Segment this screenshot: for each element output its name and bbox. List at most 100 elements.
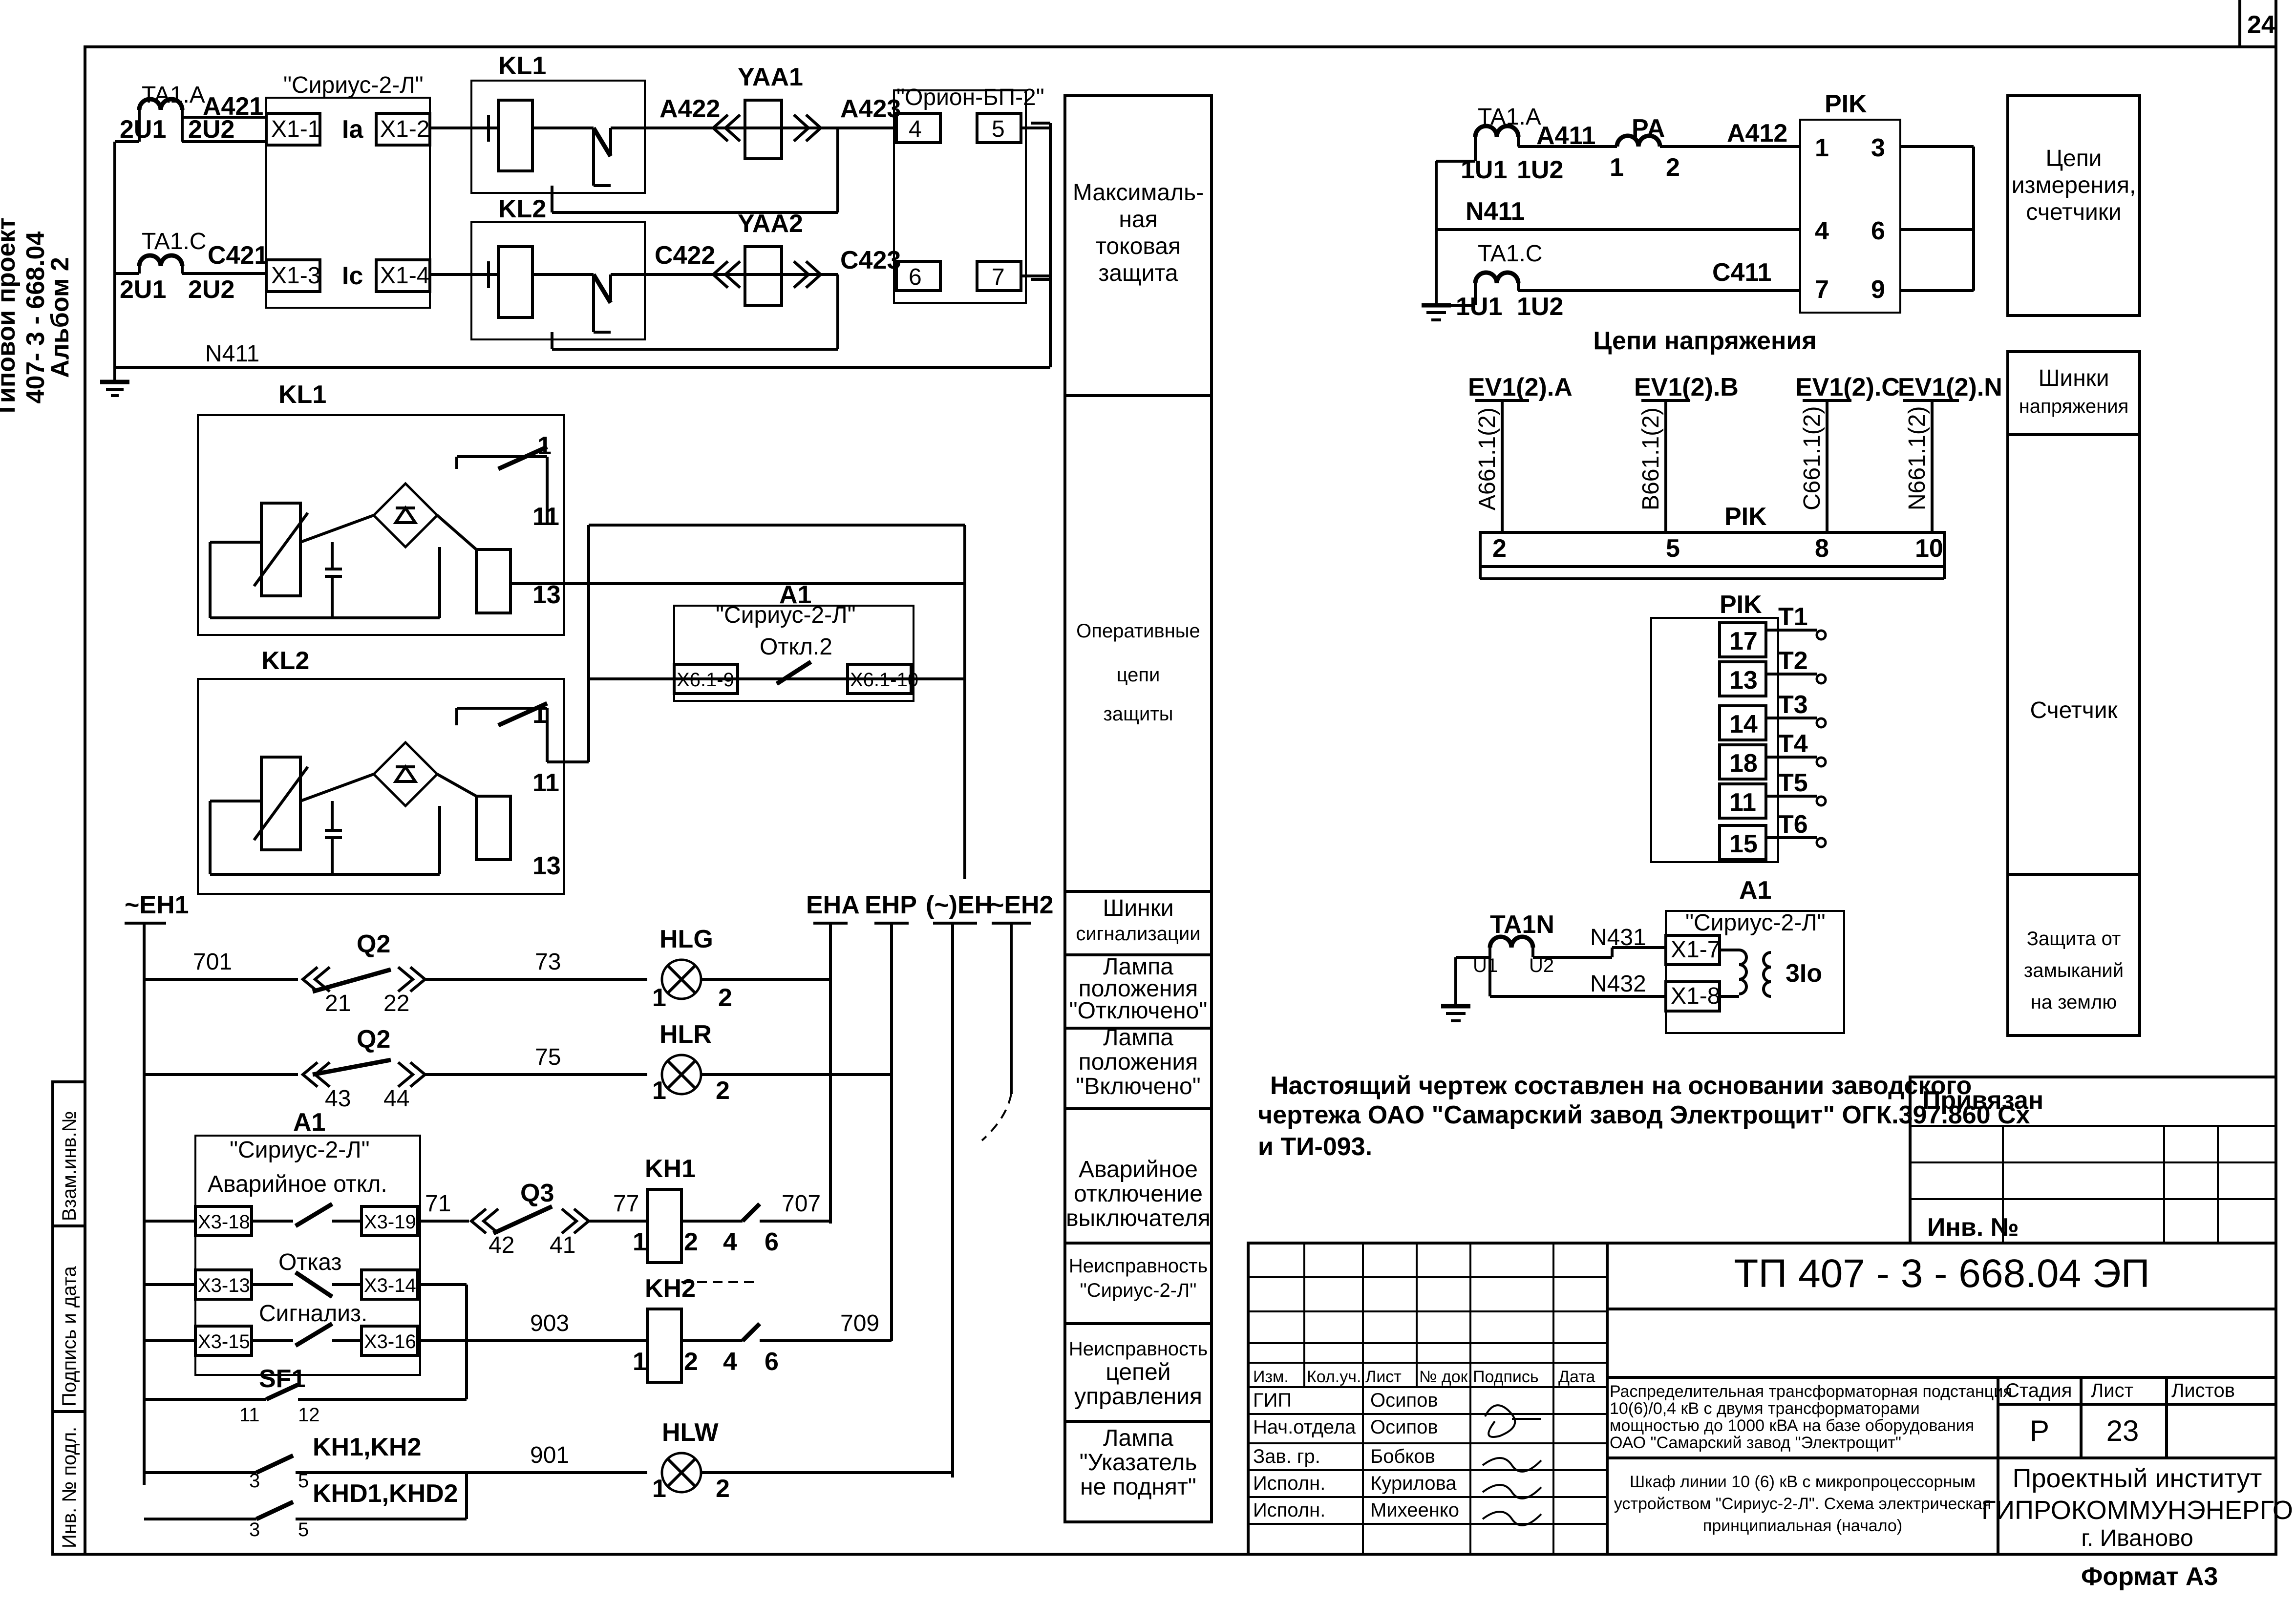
tb-desc1-l3: мощностью до 1000 кВА на базе оборудован…: [1610, 1416, 1974, 1435]
tb-name-4: Курилова: [1370, 1473, 1457, 1494]
fn-lamp-on-1: Лампа: [1103, 1025, 1173, 1051]
meter-block: [1650, 617, 1827, 863]
orion-block: [838, 89, 1050, 304]
meter-t4: T4: [1778, 730, 1808, 758]
kh1-branch: [418, 1188, 830, 1283]
fn-avar-2: отключение: [1074, 1181, 1203, 1207]
fn-lamp-off-3: "Отключено": [1069, 998, 1208, 1024]
meter-t2: T2: [1778, 647, 1808, 675]
orion-pin-4: 4: [909, 116, 922, 142]
tb-head-data: Дата: [1558, 1368, 1595, 1386]
lbl-kh2: KH2: [645, 1274, 696, 1303]
fn-ctrl-fault-3: управления: [1074, 1384, 1202, 1410]
lbl-c411: C411: [1712, 258, 1771, 287]
tb-desc1-l1: Распределительная трансформаторная подст…: [1610, 1382, 2012, 1401]
lbl-ehm: (~)EH: [926, 891, 993, 919]
fn-oper-1: Оперативные: [1076, 620, 1200, 642]
pa-pin-2: 2: [1666, 153, 1680, 182]
signal-bus: [125, 922, 1031, 1485]
tb-sheets-h: Листов: [2171, 1380, 2235, 1401]
function-column: [1063, 94, 1213, 1523]
lbl-otkaz: Отказ: [278, 1249, 342, 1275]
lbl-b661: B661.1(2): [1638, 407, 1664, 510]
fn-shinki-1: Шинки: [1103, 895, 1173, 921]
meter-pin-11: 11: [1729, 788, 1756, 817]
tb-privyazan: Привязан: [1922, 1086, 2043, 1115]
lbl-1u1-a: 1U1: [1461, 156, 1507, 184]
lbl-a412: A412: [1727, 119, 1787, 148]
wire-707: 707: [782, 1191, 821, 1217]
tb-head-izm: Изм.: [1253, 1368, 1289, 1386]
side-title-line2: 407- 3 - 668.04: [21, 232, 50, 404]
lbl-eha: EHA: [806, 891, 860, 919]
kh2-pin-6: 6: [765, 1348, 779, 1376]
tb-code: ТП 407 - 3 - 668.04 ЭП: [1734, 1251, 2149, 1296]
lbl-x1-1: X1-1: [271, 116, 320, 142]
lbl-kl2-op: KL2: [261, 647, 309, 675]
lbl-c661: C661.1(2): [1799, 406, 1825, 510]
kl2-pin-13: 13: [532, 852, 561, 880]
current-circuits: [100, 97, 268, 397]
pikv-pin-8: 8: [1815, 534, 1829, 563]
hlr-pin-1: 1: [652, 1076, 666, 1105]
fn-sirius-fault-2: "Сириус-2-Л": [1080, 1280, 1197, 1301]
pikv-pin-2: 2: [1492, 534, 1507, 563]
lbl-pa: PA: [1632, 114, 1665, 143]
khd-pin-5: 5: [298, 1519, 309, 1541]
lbl-a421: A421: [203, 92, 263, 121]
pik-pin-7: 7: [1815, 275, 1829, 304]
lbl-q2-a: Q2: [357, 930, 390, 958]
sf1-branch: [144, 1382, 467, 1402]
lbl-hlr: HLR: [659, 1020, 712, 1049]
tb-head-list: Лист: [1365, 1368, 1402, 1386]
fn-lamp-ind-1: Лампа: [1103, 1425, 1173, 1451]
fn-meas-3: счетчики: [2026, 199, 2121, 225]
function-column-right: [2006, 94, 2141, 1037]
pikv-pin-5: 5: [1666, 534, 1680, 563]
kh2-pin-4: 4: [723, 1348, 737, 1376]
lbl-n411: N411: [205, 341, 259, 367]
kl1-pin-13: 13: [532, 581, 561, 609]
lbl-ic: Ic: [342, 262, 363, 290]
lbl-kl1-top: KL1: [498, 52, 546, 80]
fn-meas-1: Цепи: [2045, 146, 2102, 171]
note-line2: чертежа ОАО "Самарский завод Электрощит"…: [1258, 1101, 2030, 1129]
margin-inv: Инв. № подл.: [59, 1427, 80, 1548]
q2-pin-21: 21: [325, 991, 351, 1016]
lbl-kh1kh2: KH1,KH2: [313, 1433, 422, 1461]
pik-pin-3: 3: [1871, 134, 1885, 162]
lbl-c421: C421: [208, 241, 268, 270]
q3-pin-41: 41: [550, 1232, 575, 1258]
tb-name-1: Осипов: [1370, 1390, 1438, 1411]
hlw-pin-1: 1: [652, 1475, 666, 1503]
lbl-3io: 3Io: [1786, 959, 1822, 988]
tb-desc2-l3: принципиальная (начало): [1703, 1517, 1902, 1535]
lbl-2u1-c: 2U1: [120, 275, 166, 304]
fn-vbus-1: Шинки: [2038, 365, 2109, 391]
lbl-n432: N432: [1590, 971, 1646, 997]
lbl-n661: N661.1(2): [1904, 406, 1930, 510]
kl2-block-top: [470, 221, 839, 351]
lbl-1u1-c: 1U1: [1456, 293, 1502, 321]
lbl-kl2-top: KL2: [498, 195, 546, 223]
fn-meas-2: измерения,: [2012, 172, 2136, 198]
wire-901: 901: [530, 1442, 569, 1468]
kh2-branch: [418, 1308, 892, 1384]
tb-role-zav: Зав. гр.: [1253, 1446, 1320, 1467]
lbl-otkl2: Откл.2: [760, 634, 832, 660]
lbl-signaliz: Сигнализ.: [259, 1301, 367, 1327]
lbl-q3: Q3: [520, 1179, 554, 1207]
fn-sirius-fault-1: Неисправность: [1069, 1255, 1208, 1277]
note-line1: Настоящий чертеж составлен на основании …: [1270, 1072, 1972, 1100]
lbl-sirius-ctrl: "Сириус-2-Л": [230, 1137, 370, 1163]
signature-marks: [1482, 1404, 1542, 1526]
tb-role-isp2: Исполн.: [1253, 1499, 1325, 1521]
kl1-operative-block: [197, 414, 589, 636]
lbl-a1-ef: A1: [1739, 876, 1771, 905]
q2-pin-44: 44: [383, 1086, 409, 1112]
meter-pin-14: 14: [1729, 710, 1758, 739]
kh1-pin-2: 2: [684, 1228, 698, 1256]
lbl-1u2-a: 1U2: [1517, 156, 1563, 184]
yaa2-coil: [711, 245, 823, 307]
kl1-pin-11: 11: [532, 503, 559, 531]
